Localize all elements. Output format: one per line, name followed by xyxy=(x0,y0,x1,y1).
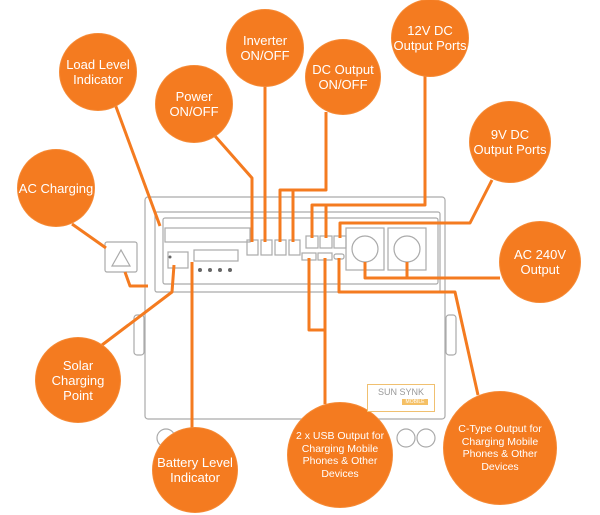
callout-ac-charging: AC Charging xyxy=(18,150,94,226)
callout-ac-240v: AC 240V Output xyxy=(500,222,580,302)
callout-battery-level: Battery Level Indicator xyxy=(153,428,237,512)
callout-dc-output: DC Output ON/OFF xyxy=(306,40,380,114)
solar-port xyxy=(167,251,189,269)
callout-12v-dc: 12V DC Output Ports xyxy=(392,0,468,76)
callout-load-level: Load Level Indicator xyxy=(60,34,136,110)
control-panel xyxy=(154,211,441,293)
callout-inverter: Inverter ON/OFF xyxy=(227,10,303,86)
callout-power: Power ON/OFF xyxy=(156,66,232,142)
callout-usb: 2 x USB Output for Charging Mobile Phone… xyxy=(288,403,392,507)
device-body xyxy=(144,196,446,420)
handle-left xyxy=(133,314,145,356)
load-level-leds xyxy=(164,227,251,243)
battery-level-leds xyxy=(193,249,239,262)
ac-plug xyxy=(104,241,138,273)
callout-solar: Solar Charging Point xyxy=(36,338,120,422)
callout-9v-dc: 9V DC Output Ports xyxy=(470,102,550,182)
handle-right xyxy=(445,314,457,356)
leader-lines xyxy=(71,76,500,428)
callout-c-type: C-Type Output for Charging Mobile Phones… xyxy=(444,392,556,504)
